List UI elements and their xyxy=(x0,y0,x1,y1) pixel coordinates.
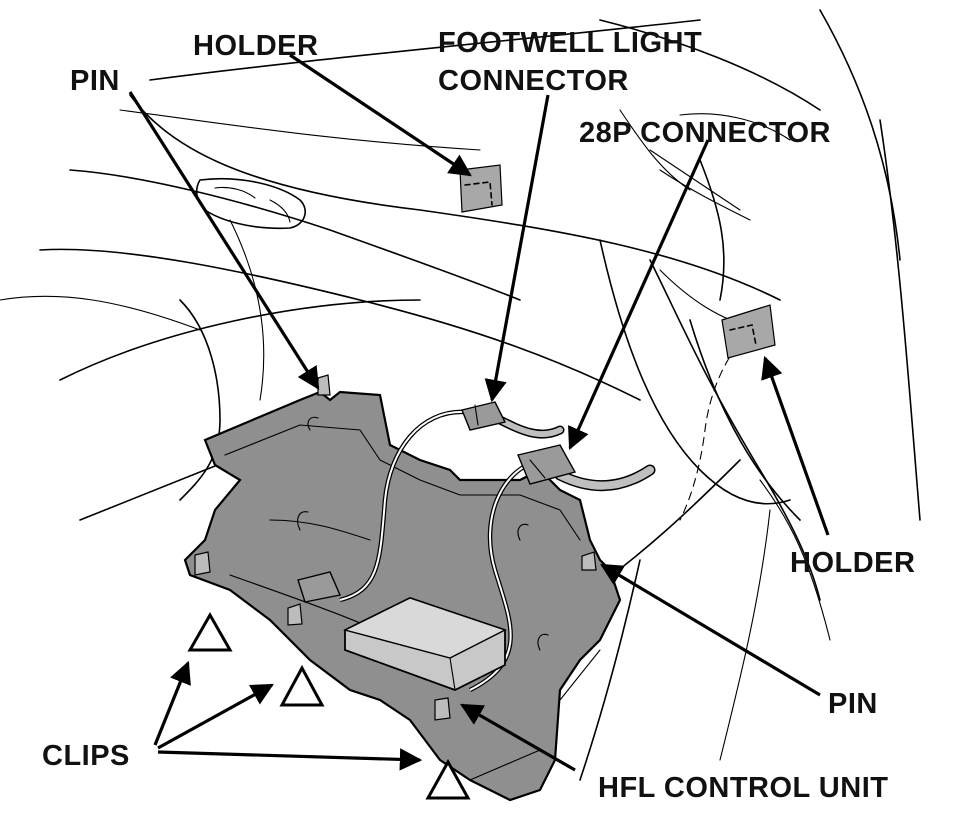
pin-left-part xyxy=(317,374,331,396)
clips-label: CLIPS xyxy=(42,740,130,772)
holder-right-part xyxy=(721,304,776,359)
clip-parts xyxy=(194,551,451,721)
connector-28p-part xyxy=(517,444,577,485)
hfl-control-unit-part xyxy=(343,597,507,691)
glovebox-panel xyxy=(183,390,622,802)
hfl-control-unit-label: HFL CONTROL UNIT xyxy=(598,772,888,804)
footwell-light-connector-part xyxy=(461,401,507,431)
dashboard-outline xyxy=(0,9,921,781)
footwell-light-label-line1: FOOTWELL LIGHT xyxy=(438,27,702,59)
clip-triangle-markers xyxy=(187,611,471,800)
footwell-light-label-line2: CONNECTOR xyxy=(438,65,629,97)
pin-right-part xyxy=(581,551,597,571)
holder-top-part xyxy=(459,164,503,213)
holder-right-label: HOLDER xyxy=(790,547,915,579)
pin-right-label: PIN xyxy=(828,688,878,720)
leader-arrows xyxy=(128,53,830,772)
small-unit-connector-part xyxy=(297,571,341,603)
pin-top-label: PIN xyxy=(70,65,120,97)
holder-top-label: HOLDER xyxy=(193,30,318,62)
connector-28p-label: 28P CONNECTOR xyxy=(579,117,831,149)
